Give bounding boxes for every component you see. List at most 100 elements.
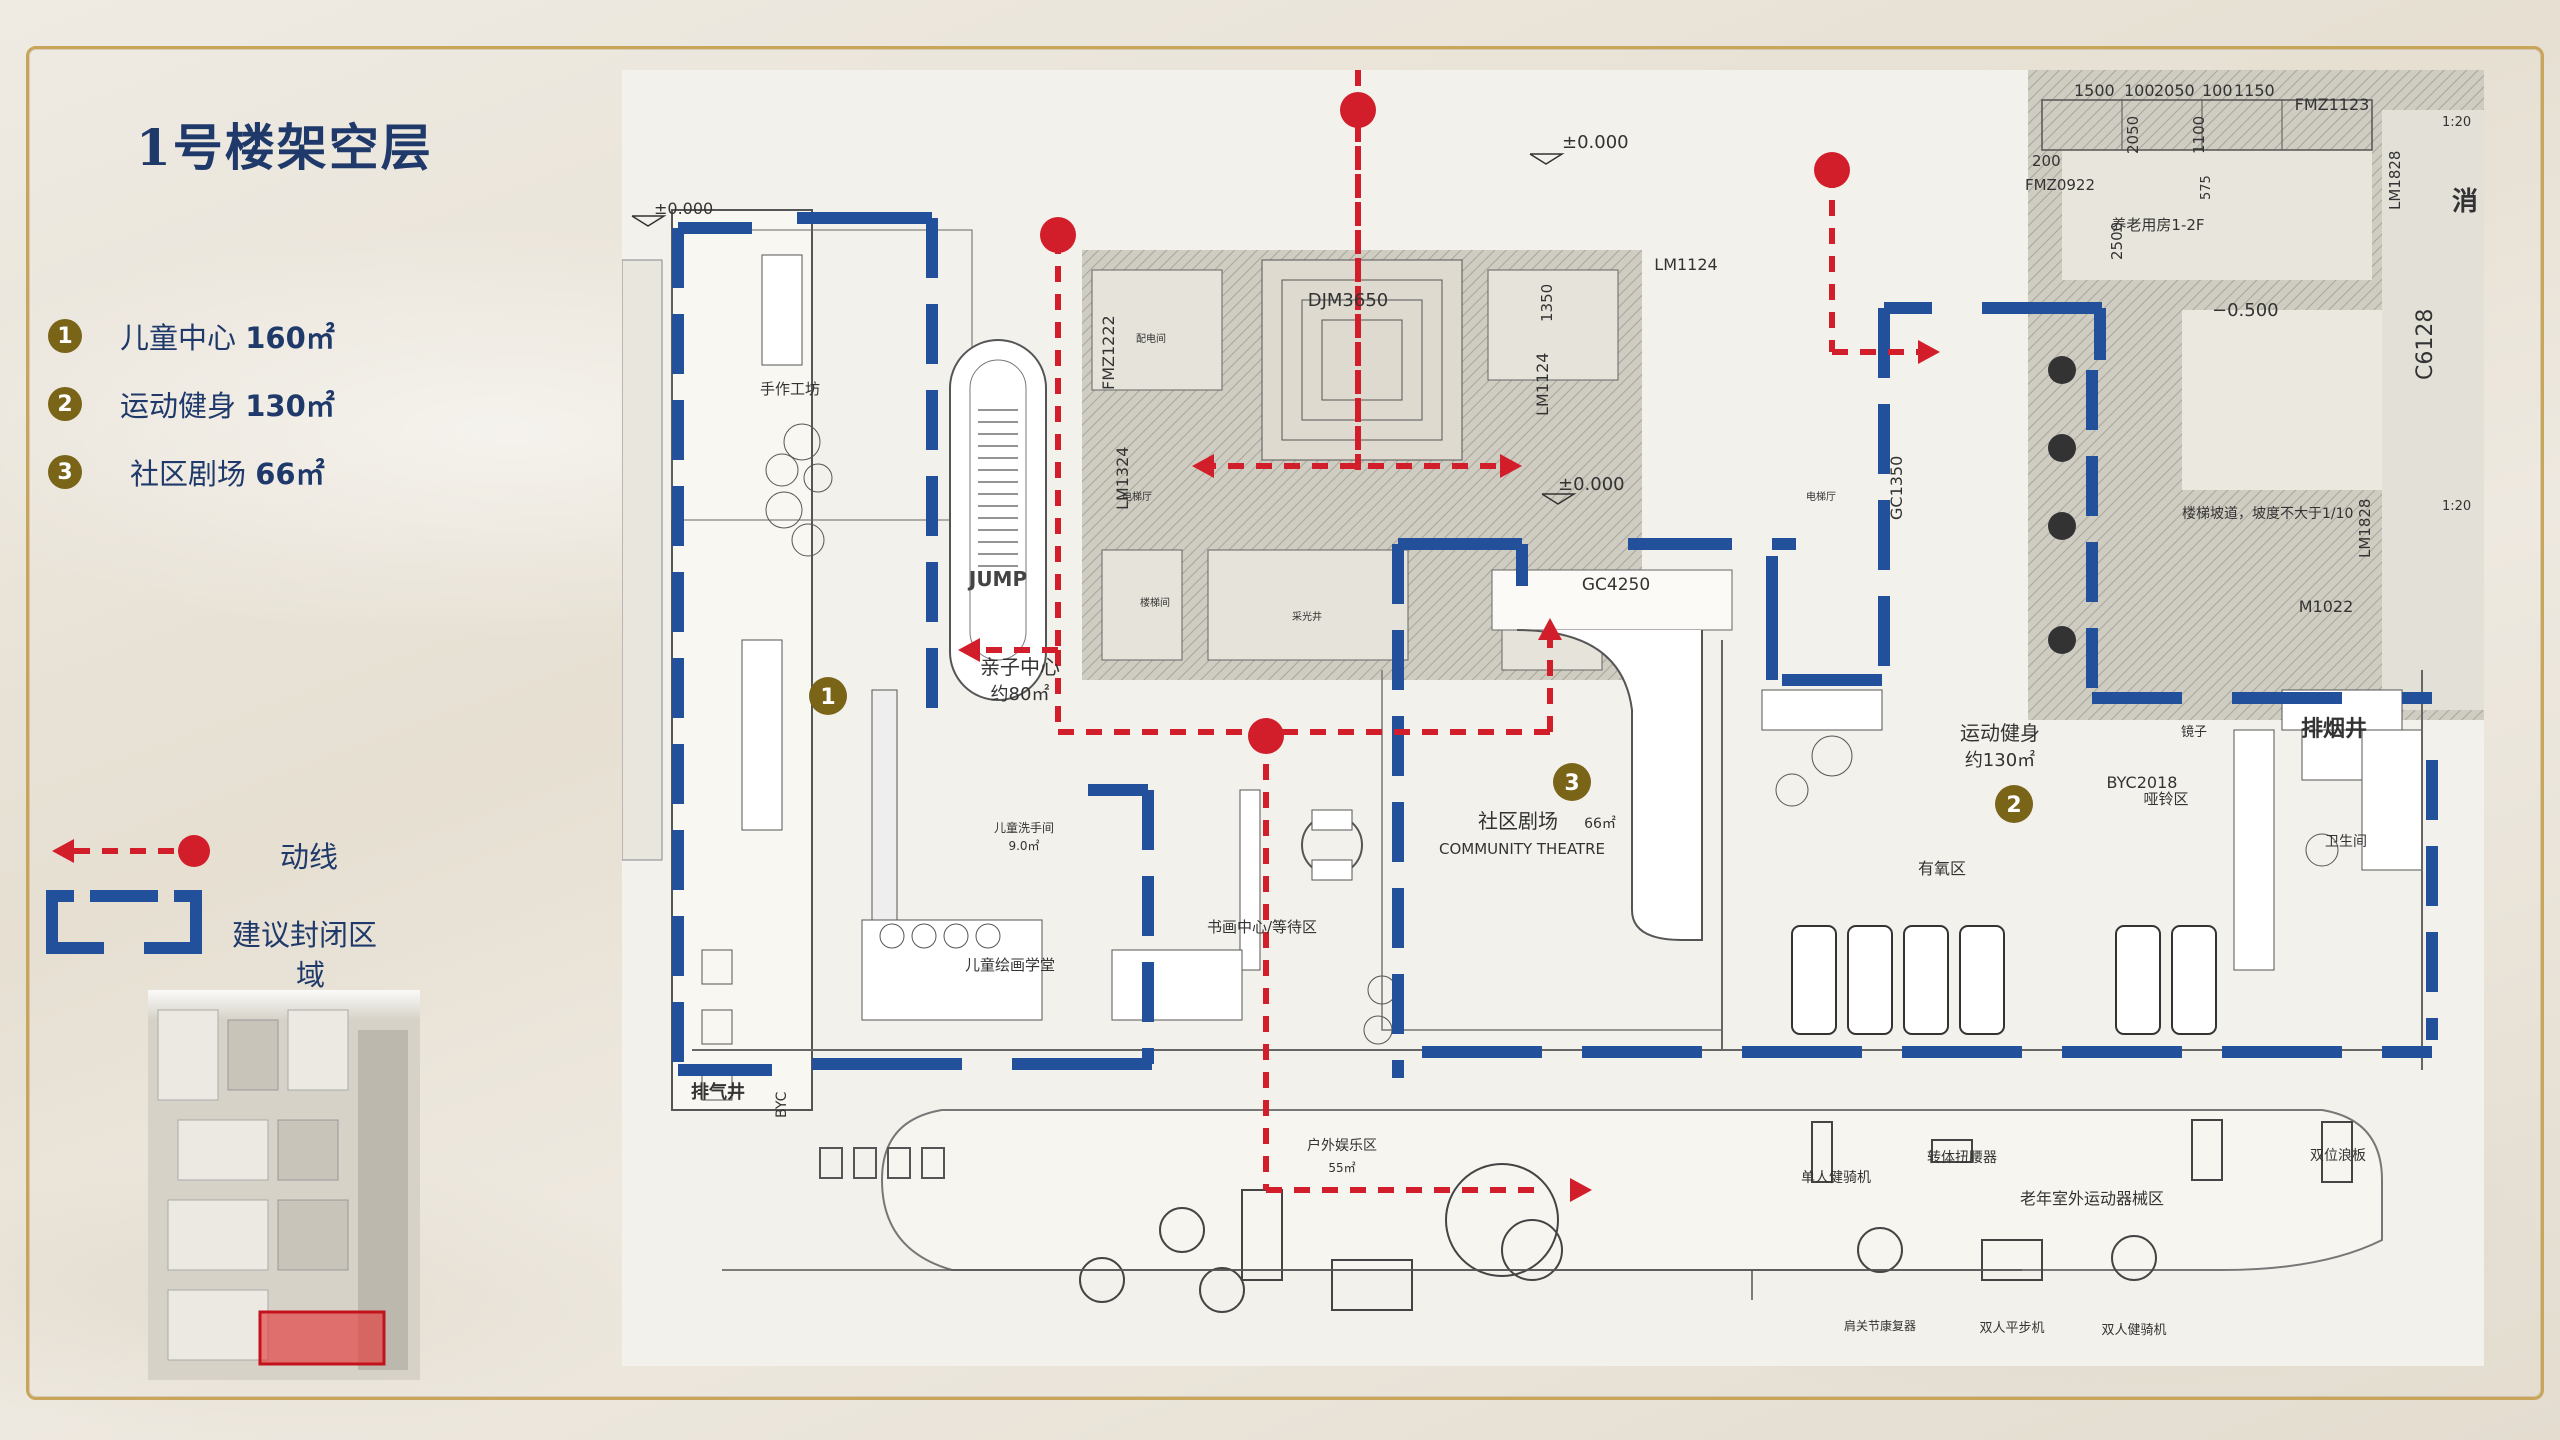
legend-item-theatre: 3 社区剧场 66㎡ xyxy=(48,452,325,492)
code-label: FMZ0922 xyxy=(2025,176,2095,194)
dimension-label: 100 xyxy=(2202,81,2233,100)
floor-plan: JUMP xyxy=(621,70,2484,1366)
theatre-stage-curve xyxy=(1516,629,1703,941)
legend-zone-name: 运动健身 xyxy=(120,389,237,423)
legend-item-fitness: 2 运动健身 130㎡ xyxy=(48,384,335,424)
svg-text:2: 2 xyxy=(2006,793,2021,818)
dimension-label: 2050 xyxy=(2124,116,2142,154)
number-badge: 3 xyxy=(48,455,82,489)
code-label: FMZ1222 xyxy=(1099,315,1118,390)
legend-zone-area: 160㎡ xyxy=(245,321,335,355)
dimension-label: 575 xyxy=(2199,175,2214,200)
treadmill-group xyxy=(1791,925,2217,1035)
code-label: BYC xyxy=(774,1091,790,1118)
code-label: DJM3650 xyxy=(1308,290,1389,311)
code-label: FMZ1123 xyxy=(2295,95,2370,114)
arrowhead-icon xyxy=(1918,340,1940,364)
bracket-left-icon xyxy=(46,890,104,954)
scale-label: 1:20 xyxy=(2442,115,2471,130)
legend-zone-area: 130㎡ xyxy=(245,389,335,423)
room-area-theatre: 66㎡ xyxy=(1584,816,1616,832)
arrowhead-icon xyxy=(1538,618,1562,640)
minimap-highlight xyxy=(258,1310,386,1366)
equipment-label: 单人健骑机 xyxy=(1801,1170,1871,1186)
floor-plan-drawing: JUMP xyxy=(621,70,2484,1366)
equipment-label: 双人健骑机 xyxy=(2101,1323,2166,1338)
legend-item-children-center: 1 儿童中心 160㎡ xyxy=(48,316,335,356)
room-area-wash: 9.0㎡ xyxy=(1008,839,1039,853)
flow-line-label: 动线 xyxy=(280,840,339,874)
code-label: GC4250 xyxy=(1582,575,1650,595)
room-label-toilet: 卫生间 xyxy=(2325,834,2367,850)
slide-title: 1号楼架空层 xyxy=(136,118,433,177)
scale-label: 1:20 xyxy=(2442,499,2471,514)
elevation-label: ±0.000 xyxy=(1558,474,1625,495)
room-label-aerobic: 有氧区 xyxy=(1918,859,1966,878)
arrowhead-icon xyxy=(1570,1178,1592,1202)
dimension-label: 200 xyxy=(2032,152,2061,170)
room-area-fitness: 约130㎡ xyxy=(1965,749,2035,771)
jump-label: JUMP xyxy=(967,567,1027,591)
room-label-theatre: 社区剧场 xyxy=(1478,809,1558,833)
flow-lines xyxy=(972,70,1922,1193)
dimension-label: 2500 xyxy=(2108,222,2126,260)
site-minimap xyxy=(148,990,420,1380)
zone-badge-1: 1 xyxy=(809,677,847,715)
number-badge: 1 xyxy=(48,319,82,353)
code-label: LM1124 xyxy=(1533,353,1552,416)
room-small-label: 采光井 xyxy=(1292,610,1322,623)
note-label: 楼梯坡道，坡度不大于1/10 xyxy=(2182,506,2353,522)
flow-origin-dot xyxy=(1340,92,1376,128)
code-label: BYC2018 xyxy=(2107,773,2178,792)
flow-origin-dot xyxy=(1814,152,1850,188)
svg-text:1: 1 xyxy=(820,685,835,710)
room-label-mirror: 镜子 xyxy=(2181,725,2207,740)
flow-markers xyxy=(958,92,1940,1202)
arrowhead-icon xyxy=(1500,454,1522,478)
zone-badge-2: 2 xyxy=(1995,785,2033,823)
flow-line-key xyxy=(52,835,210,867)
room-label-smoke-shaft: 排烟井 xyxy=(2301,717,2367,742)
room-label-book-center: 书画中心/等待区 xyxy=(1207,918,1317,936)
code-label: M1022 xyxy=(2299,597,2354,616)
equipment-label: 转体扭腰器 xyxy=(1927,1150,1997,1166)
enclosed-area-label-2: 域 xyxy=(296,958,326,992)
room-label-painting: 儿童绘画学堂 xyxy=(965,956,1055,974)
number-badge: 2 xyxy=(48,387,82,421)
outdoor-equipment xyxy=(1079,1119,2353,1313)
arrowhead-icon xyxy=(52,839,74,863)
room-label-exhaust-shaft: 排气井 xyxy=(691,1081,745,1103)
room-label-handcraft: 手作工坊 xyxy=(760,380,820,398)
room-area-parent-child: 约80㎡ xyxy=(991,683,1050,705)
dimension-label: 1100 xyxy=(2190,116,2208,154)
elevation-label: −0.500 xyxy=(2212,300,2279,321)
note-label: 消 xyxy=(2452,187,2478,217)
flow-origin-dot xyxy=(178,835,210,867)
jump-track xyxy=(949,339,1047,701)
equipment-label: 肩关节康复器 xyxy=(1844,1318,1916,1333)
room-label-elder-housing: 养老用房1-2F xyxy=(2111,216,2204,234)
code-label: LM1828 xyxy=(2356,499,2374,558)
svg-text:3: 3 xyxy=(1564,771,1579,796)
room-label-fitness: 运动健身 xyxy=(1960,721,2040,745)
room-label-parent-child: 亲子中心 xyxy=(980,655,1060,679)
legend-zone-name: 社区剧场 xyxy=(130,457,247,491)
code-label: LM1124 xyxy=(1654,255,1717,274)
room-label-outdoor: 户外娱乐区 xyxy=(1307,1137,1377,1154)
enclosed-area-label-1: 建议封闭区 xyxy=(232,918,378,952)
zone-badge-3: 3 xyxy=(1553,763,1591,801)
room-label-wash: 儿童洗手间 xyxy=(994,820,1054,835)
room-label-yoga: 哑铃区 xyxy=(2143,790,2188,808)
code-label: LM1828 xyxy=(2386,151,2404,210)
dimension-label: 100 xyxy=(2124,81,2155,100)
bracket-right-icon xyxy=(144,890,202,954)
enclosed-area-brackets xyxy=(672,212,2438,1078)
elevation-label: ±0.000 xyxy=(654,199,713,218)
arrowhead-icon xyxy=(1192,454,1214,478)
code-label: C6128 xyxy=(2413,309,2438,380)
flow-origin-dot xyxy=(1248,718,1284,754)
room-label-elder-outdoor: 老年室外运动器械区 xyxy=(2020,1189,2164,1208)
dimension-label: 1150 xyxy=(2234,81,2275,100)
room-label-theatre-en: COMMUNITY THEATRE xyxy=(1439,840,1605,858)
legend-zone-name: 儿童中心 xyxy=(120,321,237,355)
